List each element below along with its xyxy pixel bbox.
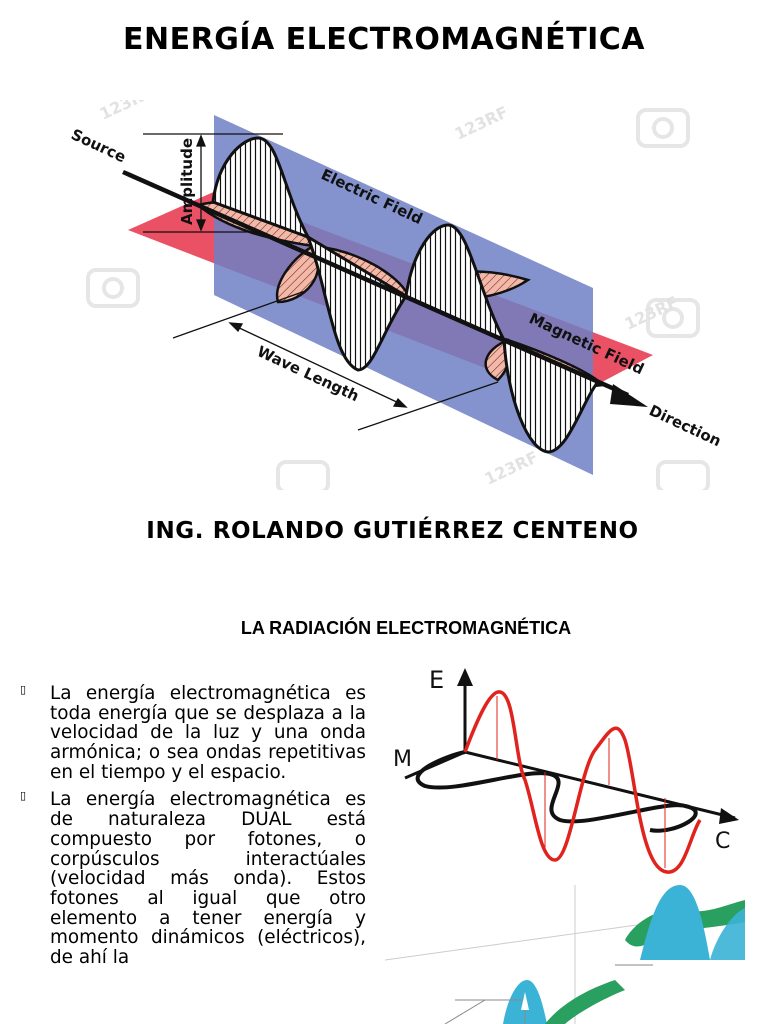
bullet-marker: ▯	[20, 790, 26, 802]
author-name: ING. ROLANDO GUTIÉRREZ CENTENO	[0, 518, 768, 544]
e-axis-arrow-icon	[457, 668, 473, 686]
vector-markers	[445, 965, 653, 1024]
direction-arrow-icon	[610, 384, 648, 407]
page-title: ENERGÍA ELECTROMAGNÉTICA	[0, 22, 768, 57]
em-wave-illustration: 123RF 123RF 123RF 123RF	[68, 100, 728, 490]
watermark-text: 123RF	[452, 102, 511, 143]
bullet-list: ▯ La energía electromagnética es toda en…	[20, 684, 366, 976]
label-source: Source	[68, 125, 128, 166]
green-wave	[545, 980, 625, 1024]
label-direction: Direction	[646, 401, 724, 450]
list-item: ▯ La energía electromagnética es toda en…	[20, 684, 366, 782]
label-m-axis: M	[393, 747, 412, 772]
bullet-text: La energía electromagnética es toda ener…	[50, 683, 366, 783]
bullet-marker: ▯	[20, 684, 26, 696]
bullet-text: La energía electromagnética es de natura…	[50, 789, 366, 968]
c-axis-arrow-icon	[719, 808, 739, 824]
label-c-axis: C	[715, 829, 730, 854]
section-title: LA RADIACIÓN ELECTROMAGNÉTICA	[0, 618, 768, 639]
watermark-text: 123RF	[97, 100, 156, 124]
magnetic-wave	[418, 752, 696, 831]
label-amplitude: Amplitude	[178, 138, 196, 225]
axes	[405, 678, 735, 818]
blue-wave	[640, 885, 710, 960]
list-item: ▯ La energía electromagnética es de natu…	[20, 790, 366, 967]
label-e-axis: E	[429, 666, 444, 694]
watermark-text: 123RF	[482, 447, 541, 488]
em-wave-axes-diagram: E M C	[385, 660, 745, 1024]
